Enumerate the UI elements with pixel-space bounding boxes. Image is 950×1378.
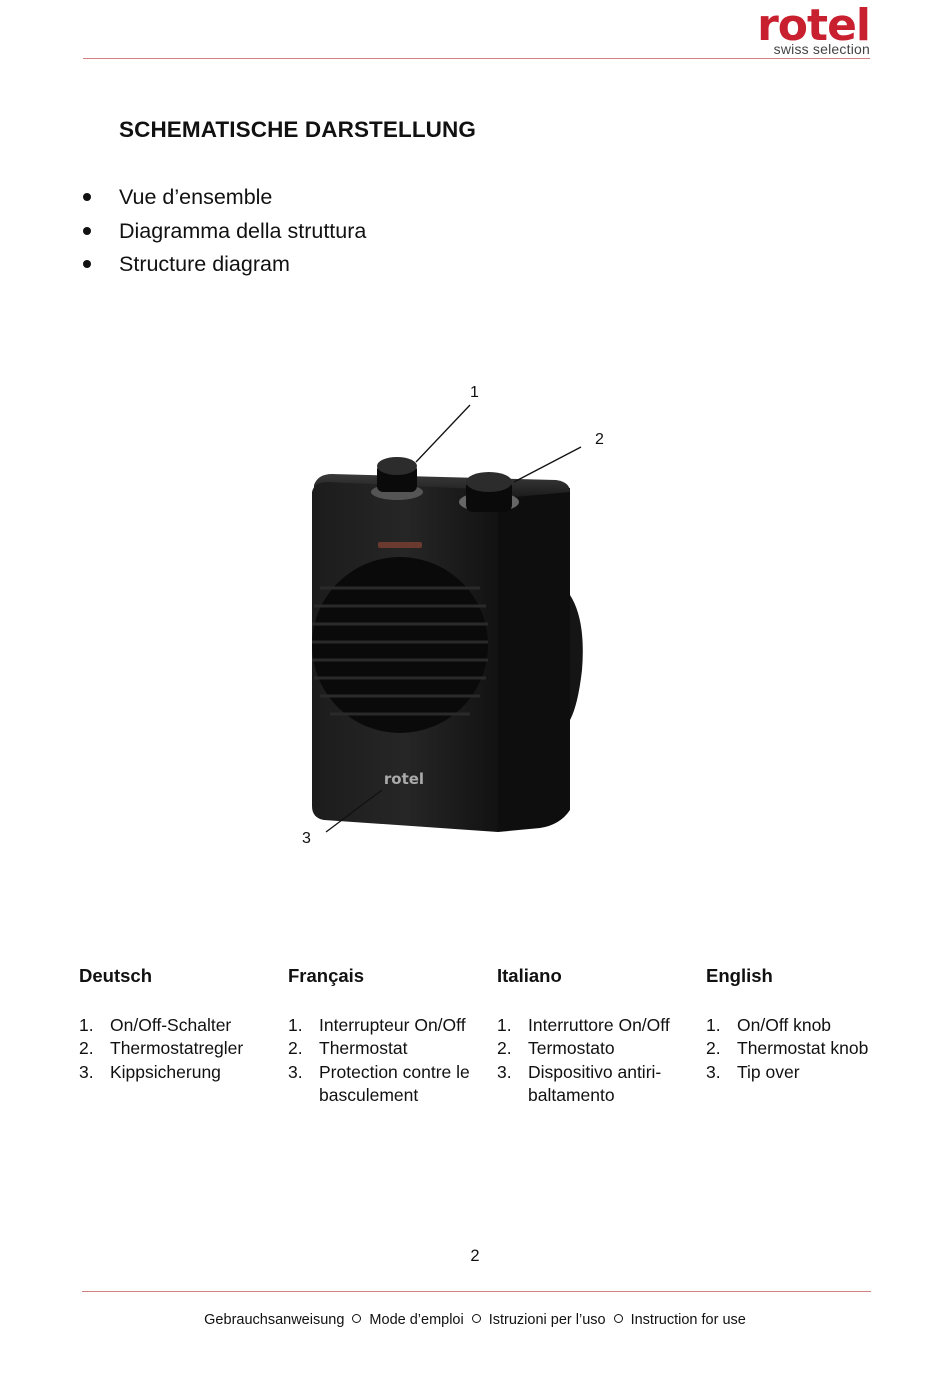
parts-list: 1.On/Off-Schalter 2.Thermostatregler 3.K… <box>79 1014 284 1084</box>
language-column-italiano: Italiano 1.Interruttore On/Off 2.Termost… <box>497 964 702 1107</box>
list-item: 3.Dispositivo antiri-baltamento <box>497 1061 662 1105</box>
heater-rear-bulge <box>570 595 583 720</box>
logo-tagline: swiss selection <box>773 41 870 57</box>
parts-list: 1.Interrupteur On/Off 2.Thermostat 3.Pro… <box>288 1014 493 1107</box>
language-title: Deutsch <box>79 965 152 986</box>
bullet-dot-icon <box>83 260 91 268</box>
footer: Gebrauchsanweisung Mode d’emploi Istruzion… <box>0 1312 950 1328</box>
bullet-dot-icon <box>83 193 91 201</box>
on-off-knob <box>377 457 417 492</box>
parts-list: 1.Interruttore On/Off 2.Termostato 3.Dis… <box>497 1014 702 1107</box>
callout-leader-2 <box>513 446 582 483</box>
footer-item: Instruction for use <box>630 1312 746 1328</box>
language-column-francais: Français 1.Interrupteur On/Off 2.Thermos… <box>288 964 493 1107</box>
logo-wordmark: rotel <box>757 0 871 51</box>
bullet-dot-icon <box>83 226 91 235</box>
list-item: 2.Termostato <box>497 1038 615 1059</box>
fan-heater-diagram: rotel 1 2 3 <box>302 384 604 847</box>
list-item: 2.Thermostat knob <box>706 1038 869 1059</box>
bullet-item: Structure diagram <box>80 249 366 283</box>
page-number: 2 <box>470 1247 480 1265</box>
language-column-deutsch: Deutsch 1.On/Off-Schalter 2.Thermostatre… <box>79 964 284 1084</box>
callout-leader-1 <box>415 404 471 463</box>
circle-separator-icon <box>352 1314 362 1323</box>
footer-item: Istruzioni per l’uso <box>488 1312 606 1328</box>
footer-item: Mode d’emploi <box>369 1312 464 1328</box>
fan-grille <box>312 557 488 733</box>
parts-list: 1.On/Off knob 2.Thermostat knob 3.Tip ov… <box>706 1014 886 1084</box>
callout-number-1: 1 <box>470 384 479 401</box>
callout-number-3: 3 <box>302 830 311 847</box>
list-item: 1.Interruttore On/Off <box>497 1015 670 1036</box>
callout-number-2: 2 <box>595 431 604 448</box>
subtitle-bullet-list: Vue d’ensemble Diagramma della struttura… <box>80 182 366 283</box>
list-item: 2.Thermostatregler <box>79 1038 244 1059</box>
thermostat-knob <box>466 472 512 512</box>
header-divider <box>83 58 870 59</box>
footer-divider <box>82 1291 871 1292</box>
list-item: 1.Interrupteur On/Off <box>288 1015 466 1036</box>
brand-logo: rotel swiss selection <box>722 0 872 60</box>
footer-item: Gebrauchsanweisung <box>204 1312 345 1328</box>
list-item: 3.Protection contre le basculement <box>288 1061 470 1105</box>
language-title: Italiano <box>497 965 562 986</box>
indicator-light <box>378 542 422 548</box>
device-logo: rotel <box>384 770 424 788</box>
language-column-english: English 1.On/Off knob 2.Thermostat knob … <box>706 964 886 1084</box>
list-item: 3.Tip over <box>706 1061 800 1082</box>
circle-separator-icon <box>471 1314 481 1323</box>
bullet-item: Vue d’ensemble <box>80 182 366 216</box>
page-title: SCHEMATISCHE DARSTELLUNG <box>119 117 476 142</box>
heater-side-panel <box>498 488 570 832</box>
list-item: 2.Thermostat <box>288 1038 408 1059</box>
list-item: 1.On/Off-Schalter <box>79 1015 232 1036</box>
list-item: 3.Kippsicherung <box>79 1061 221 1082</box>
language-title: Français <box>288 965 365 986</box>
bullet-item: Diagramma della struttura <box>80 216 366 250</box>
language-title: English <box>706 965 773 986</box>
circle-separator-icon <box>613 1314 623 1323</box>
callout-leader-3 <box>325 789 383 833</box>
list-item: 1.On/Off knob <box>706 1015 832 1036</box>
